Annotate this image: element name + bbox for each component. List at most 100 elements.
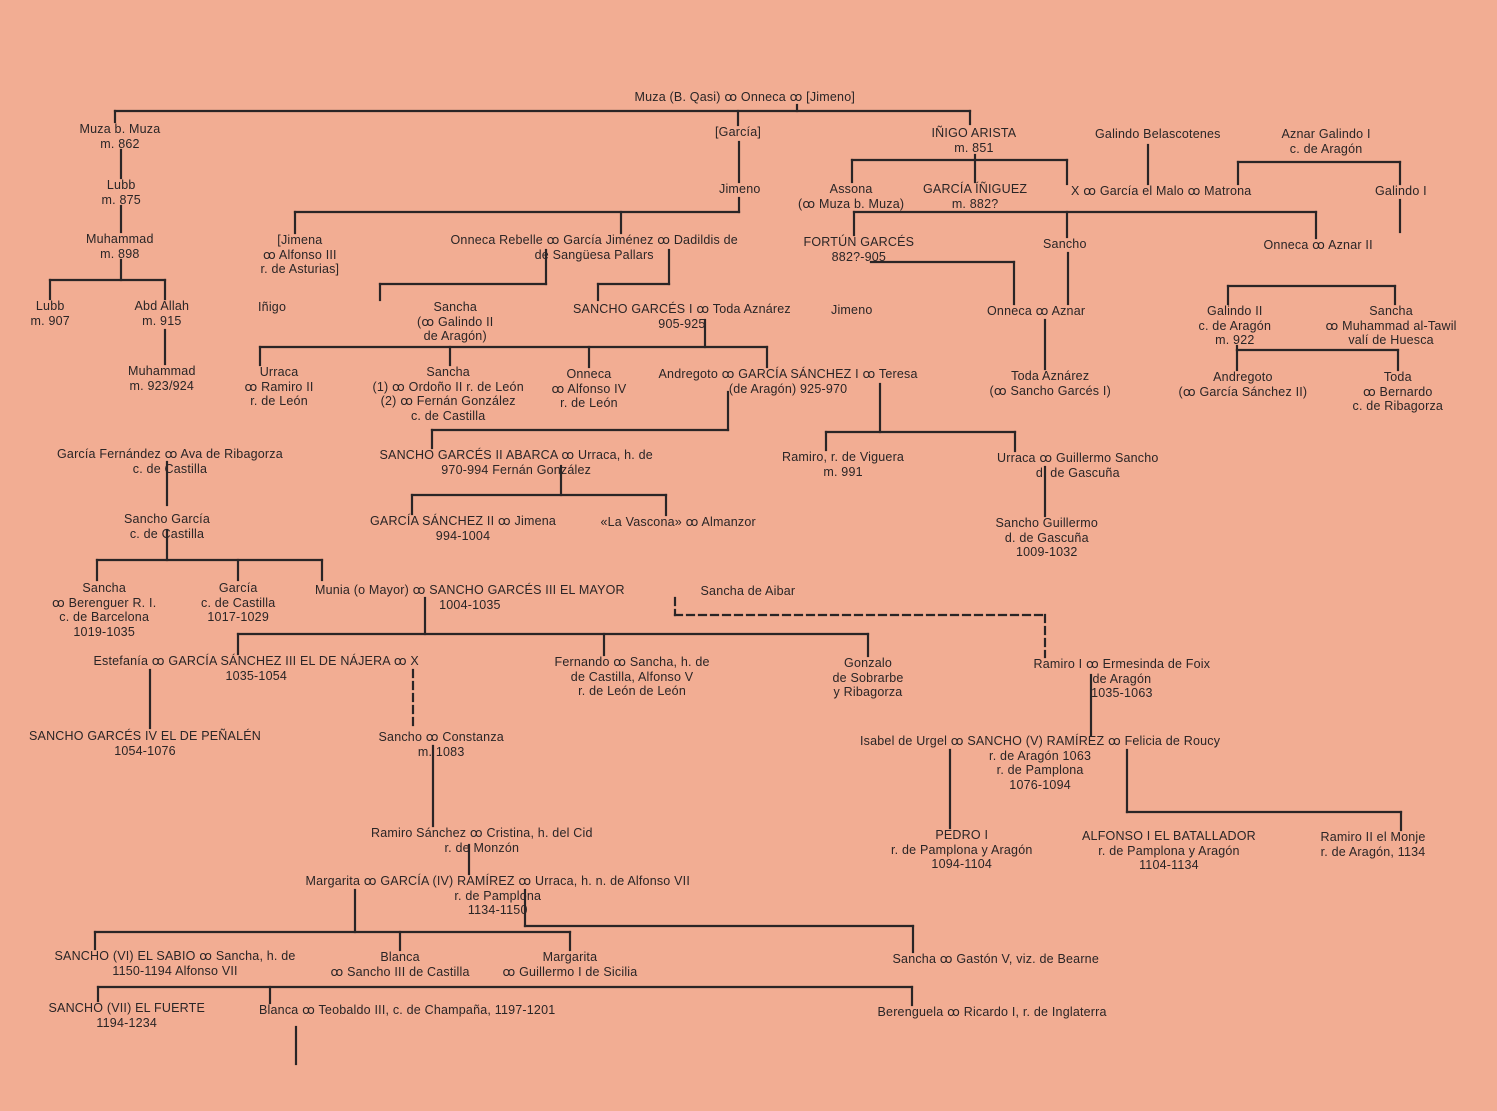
person-node-line: Sancha — [433, 300, 478, 314]
person-node-line: X ꝏ García el Malo ꝏ Matrona — [1071, 184, 1252, 198]
person-node-line: Lubb — [35, 299, 65, 313]
person-node-line: Onneca ꝏ Aznar — [987, 304, 1086, 318]
person-node-line: Urraca — [259, 365, 299, 379]
person-node-line: c. de Castilla — [410, 408, 486, 423]
person-node-line: r. de Monzón — [444, 840, 520, 855]
person-node-estefania: Estefanía ꝏ GARCÍA SÁNCHEZ III EL DE NÁJ… — [94, 654, 419, 683]
person-node-line: Jimeno — [719, 182, 761, 196]
person-node-line: Iñigo — [258, 300, 287, 314]
person-node-line: c. de Castilla — [201, 595, 276, 610]
person-node-line: de Castilla, Alfonso V — [570, 669, 694, 684]
person-node-line: r. de Pamplona — [454, 888, 542, 903]
person-node-line: (1) ꝏ Ordoño II r. de León — [372, 379, 524, 394]
person-node-toda-aznarez: Toda Aznárez(ꝏ Sancho Garcés I) — [990, 369, 1111, 398]
person-node-line: Andregoto — [1213, 370, 1273, 384]
person-node-line: 1017-1029 — [207, 610, 269, 624]
person-node-line: SANCHO GARCÉS II ABARCA ꝏ Urraca, h. de — [379, 448, 653, 462]
person-node-line: ꝏ Berenguer R. I. — [52, 595, 157, 610]
person-node-line: SANCHO (VI) EL SABIO ꝏ Sancha, h. de — [54, 949, 296, 963]
person-node-munia-sancho: Munia (o Mayor) ꝏ SANCHO GARCÉS III EL M… — [315, 583, 625, 612]
person-node-line: 1134-1150 — [467, 903, 528, 917]
person-node-line: 905-925 — [658, 316, 706, 331]
person-node-line: de Sobrarbe — [832, 670, 904, 685]
person-node-line: c. de Aragón — [1289, 141, 1363, 156]
person-node-line: r. de Pamplona y Aragón — [1098, 843, 1240, 858]
person-node-line: Sancha — [1369, 304, 1413, 318]
person-node-line: Jimeno — [831, 303, 873, 317]
person-node-line: c. de Aragón — [1198, 318, 1272, 333]
person-node-line: Ramiro, r. de Viguera — [782, 450, 905, 464]
person-node-galindo-belasco: Galindo Belascotenes — [1095, 127, 1221, 142]
person-node-line: r. de Aragón 1063 — [989, 748, 1092, 763]
person-node-andregoto-2: Andregoto(ꝏ García Sánchez II) — [1179, 370, 1308, 399]
person-node-line: r. de Pamplona y Aragón — [891, 842, 1033, 857]
person-node-line: Sancha — [82, 581, 126, 595]
person-node-line: FORTÚN GARCÉS — [803, 235, 915, 249]
person-node-line: m. 915 — [142, 313, 182, 328]
person-node-line: 1019-1035 — [73, 624, 135, 639]
person-node-line: 1150-1194 Alfonso VII — [112, 963, 238, 978]
person-node-line: GARCÍA ÍÑIGUEZ — [923, 182, 1028, 196]
person-node-line: (ꝏ García Sánchez II) — [1178, 384, 1308, 399]
person-node-line: 1004-1035 — [439, 597, 501, 612]
person-node-line: Sancho Guillermo — [995, 516, 1099, 530]
person-node-line: de Aragón — [1092, 671, 1152, 686]
person-node-galindo-i: Galindo I — [1375, 184, 1427, 199]
person-node-inigo-small: Iñigo — [258, 300, 286, 315]
person-node-line: 1076-1094 — [1009, 777, 1071, 792]
person-node-line: Sancha ꝏ Gastón V, viz. de Bearne — [892, 952, 1099, 966]
person-node-onneca-aznar2: Onneca ꝏ Aznar II — [1264, 238, 1373, 253]
person-node-line: 1009-1032 — [1015, 545, 1078, 559]
person-node-line: Isabel de Urgel ꝏ SANCHO (V) RAMÍREZ ꝏ F… — [860, 734, 1221, 748]
person-node-onneca-aznar: Onneca ꝏ Aznar — [987, 304, 1085, 319]
person-node-line: Margarita — [542, 950, 598, 964]
person-node-garcia-iv: Margarita ꝏ GARCÍA (IV) RAMÍREZ ꝏ Urraca… — [306, 874, 691, 918]
person-node-line: Andregoto ꝏ GARCÍA SÁNCHEZ I ꝏ Teresa — [658, 367, 918, 381]
person-node-line: Sancho García — [124, 512, 210, 526]
person-node-line: (de Aragón) 925-970 — [728, 381, 848, 396]
person-node-line: de Aragón) — [423, 329, 487, 343]
person-node-line: IÑIGO ARISTA — [931, 126, 1017, 140]
person-node-line: ꝏ Alfonso III — [263, 247, 337, 262]
person-node-line: SANCHO GARCÉS IV EL DE PEÑALÉN — [29, 729, 261, 743]
person-node-sancho-ramirez: Isabel de Urgel ꝏ SANCHO (V) RAMÍREZ ꝏ F… — [860, 734, 1220, 792]
person-node-line: GARCÍA SÁNCHEZ II ꝏ Jimena — [370, 514, 557, 528]
person-node-line: Muza (B. Qasi) ꝏ Onneca ꝏ [Jimeno] — [634, 90, 856, 104]
person-node-line: ꝏ Alfonso IV — [551, 381, 627, 396]
person-node-line: m. 898 — [100, 246, 140, 261]
person-node-line: Toda Aznárez — [1011, 369, 1090, 383]
person-node-line: Ramiro Sánchez ꝏ Cristina, h. del Cid — [371, 826, 593, 840]
person-node-line: r. de Asturias] — [260, 262, 340, 276]
person-node-line: Blanca — [380, 950, 420, 964]
person-node-line: Lubb — [106, 178, 136, 192]
person-node-assona: Assona(ꝏ Muza b. Muza) — [798, 182, 904, 211]
person-node-line: Galindo Belascotenes — [1095, 127, 1221, 141]
person-node-line: 994-1004 — [435, 528, 491, 543]
person-node-line: ꝏ Muhammad al-Tawil — [1325, 318, 1457, 333]
person-node-line: 1035-1063 — [1091, 686, 1153, 700]
person-node-line: r. de León — [560, 396, 618, 410]
person-node-line: ALFONSO I EL BATALLADOR — [1082, 829, 1256, 843]
person-node-line: c. de Castilla — [132, 461, 208, 476]
person-node-line: Aznar Galindo I — [1281, 127, 1371, 141]
person-node-line: Blanca ꝏ Teobaldo III, c. de Champaña, 1… — [259, 1003, 556, 1017]
